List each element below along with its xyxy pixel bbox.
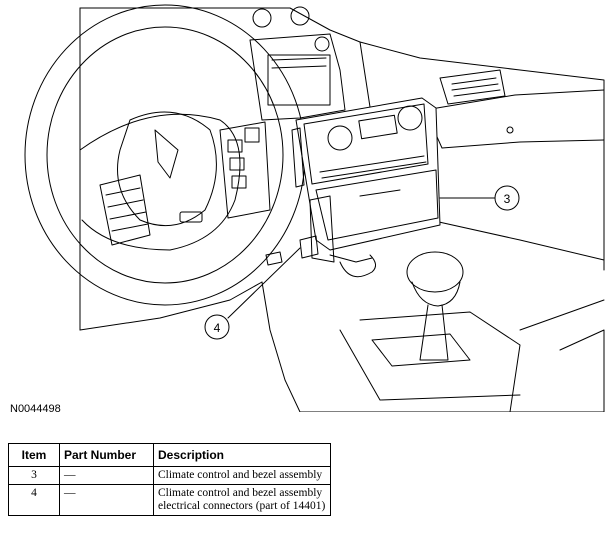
row-part-number: — xyxy=(59,466,154,485)
table-row: 3 — Climate control and bezel assembly xyxy=(8,466,331,485)
row-item: 3 xyxy=(8,466,60,485)
dashboard-outline xyxy=(79,7,605,412)
row-description: Climate control and bezel assembly elect… xyxy=(153,484,331,516)
header-item: Item xyxy=(8,443,60,467)
climate-control-bezel-assembly xyxy=(291,97,441,263)
parts-table: Item Part Number Description 3 — Climate… xyxy=(8,443,331,516)
callout-3-label: 3 xyxy=(504,192,511,206)
figure-id: N0044498 xyxy=(10,403,61,415)
switch-bank xyxy=(219,121,271,219)
row-item: 4 xyxy=(8,484,60,516)
callout-4: 4 xyxy=(204,247,301,340)
callout-4-label: 4 xyxy=(214,321,221,335)
callout-3: 3 xyxy=(439,185,520,211)
electrical-connectors xyxy=(265,235,376,278)
upper-console xyxy=(249,6,514,134)
gear-shifter xyxy=(339,251,521,412)
header-description: Description xyxy=(153,443,331,467)
dashboard-illustration: 3 4 xyxy=(24,4,605,412)
row-part-number: — xyxy=(59,484,154,516)
steering-wheel xyxy=(24,4,306,306)
header-part-number: Part Number xyxy=(59,443,154,467)
row-description: Climate control and bezel assembly xyxy=(153,466,331,485)
table-row: 4 — Climate control and bezel assembly e… xyxy=(8,484,331,516)
table-header-row: Item Part Number Description xyxy=(8,443,331,467)
